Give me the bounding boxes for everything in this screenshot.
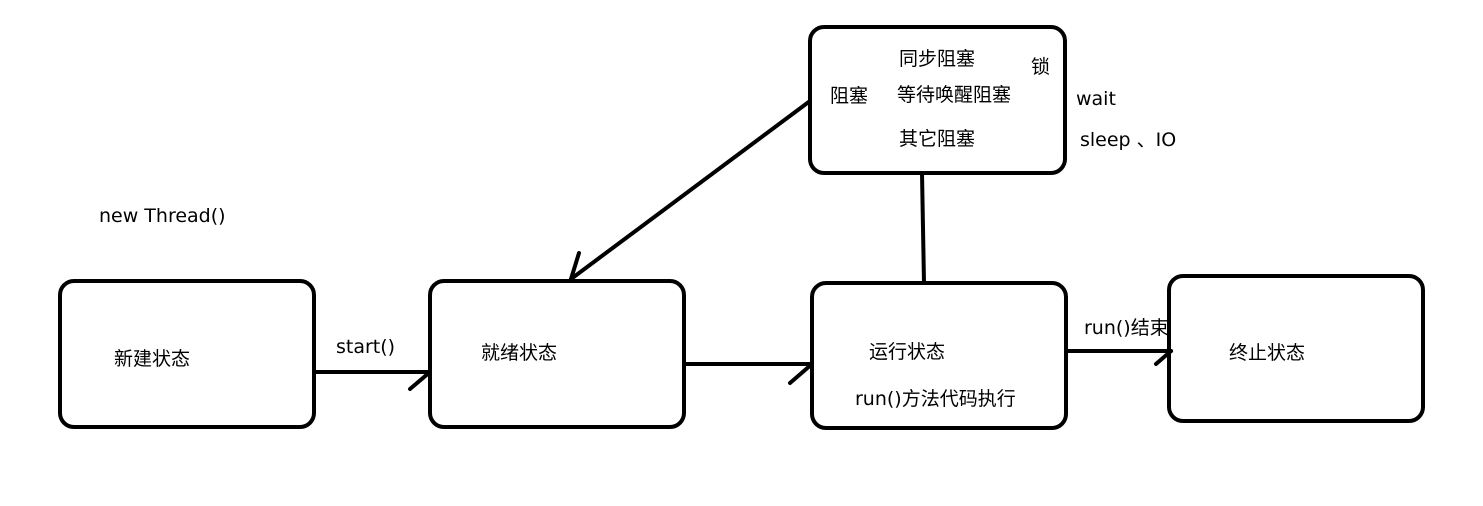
blocked-sync: 同步阻塞 [899,48,975,70]
blocked-wait: 等待唤醒阻塞 [897,84,1011,106]
line-running-to-blocked [920,171,926,285]
blocked-title: 阻塞 [830,85,868,107]
terminated-state-label: 终止状态 [1229,342,1305,364]
run-end-annotation: run()结束 [1084,317,1169,339]
new-state-box [58,279,316,429]
terminated-state-box [1167,274,1425,423]
blocked-other: 其它阻塞 [899,128,975,150]
new-thread-annotation: new Thread() [99,205,226,227]
wait-annotation: wait [1076,88,1116,110]
arrow-running-to-terminated [1064,349,1173,366]
running-state-label: 运行状态 [869,341,945,363]
ready-state-label: 就绪状态 [481,342,557,364]
arrow-blocked-to-ready [569,99,812,281]
arrow-ready-to-running [682,362,814,385]
running-state-box [810,281,1068,430]
sleep-io-annotation: sleep 、IO [1080,129,1176,151]
new-state-label: 新建状态 [114,348,190,370]
lock-annotation: 锁 [1031,56,1050,78]
start-annotation: start() [336,336,395,358]
running-state-note: run()方法代码执行 [855,388,1016,410]
ready-state-box [428,279,686,429]
arrow-new-to-ready [312,370,432,391]
